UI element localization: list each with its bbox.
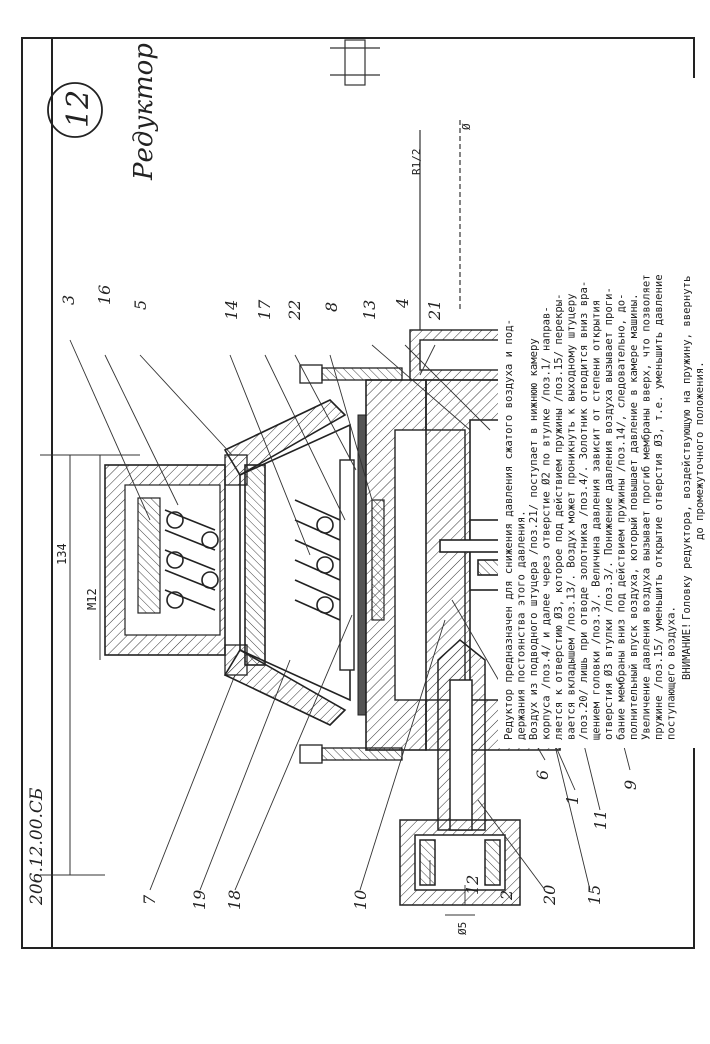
lock-nut-top	[224, 454, 248, 486]
callout-4: 4	[393, 298, 412, 309]
callout-20: 20	[540, 885, 559, 906]
callout-14: 14	[222, 300, 241, 320]
drawing-title: Редуктор	[129, 43, 159, 181]
callout-3: 3	[59, 295, 78, 305]
description-line: пружине /поз.15/ уменьшить открытие отве…	[653, 274, 665, 740]
dimension-dia-top: Ø	[460, 123, 473, 130]
overall-dimension	[40, 454, 140, 876]
dimension-thread: М12	[85, 588, 99, 610]
callout-13: 13	[360, 300, 379, 320]
description-line: /поз.20/ лишь при отводе золотника /поз.…	[578, 281, 590, 740]
description-line: Воздух из подводного штуцера /поз.21/ по…	[528, 338, 540, 740]
pipe-fragment-top	[330, 39, 506, 330]
spring	[164, 499, 341, 621]
callout-numbers: 3 16 5 14 17 22 8 13 4 21 7 19 18 10 6 1…	[59, 285, 640, 910]
note-line: Головку редуктора, воздействующую на пру…	[681, 276, 693, 620]
description-line: бание мембраны вниз под действием пружин…	[616, 294, 628, 740]
reducer-assembly: Ø5	[104, 329, 651, 935]
cap-head	[104, 464, 226, 656]
description-line: держания постоянства этого давления.	[516, 510, 528, 740]
callout-22: 22	[285, 300, 304, 321]
description-line: ляется к отверстию Ø3, которое под дейст…	[553, 294, 565, 740]
callout-18: 18	[225, 890, 244, 910]
screw-top	[299, 364, 403, 384]
drawing-code: 206.12.00.СБ	[27, 787, 47, 906]
callout-9: 9	[621, 780, 640, 790]
callout-8: 8	[322, 302, 341, 312]
description-line: отверстия Ø3 втулки /поз.3/. Понижение д…	[603, 287, 615, 740]
housing-cone	[223, 399, 351, 726]
description-line: корпуса /поз.4/ и далее через отверстие …	[541, 306, 553, 740]
callout-6: 6	[533, 770, 552, 780]
description-line: щением головки /поз.3/. Величина давлени…	[591, 300, 603, 740]
sheet-number: 12	[61, 90, 96, 128]
note-label: ВНИМАНИЕ!	[681, 623, 693, 680]
description-panel	[498, 78, 710, 748]
callout-7: 7	[140, 894, 159, 905]
description-line: полнительный впуск воздуха, который повы…	[628, 294, 640, 740]
callout-19: 19	[190, 890, 209, 910]
callout-12: 12	[463, 875, 482, 895]
description-line: вается вкладышем /поз.13/. Воздух может …	[566, 294, 578, 740]
callout-1: 1	[563, 795, 582, 805]
description-line: поступающего воздуха.	[666, 606, 678, 740]
dimension-overall: 134	[55, 543, 69, 565]
membrane	[357, 414, 367, 716]
description-lines: Редуктор предназначен для снижения давле…	[503, 274, 678, 740]
note-line: до промежуточного положения.	[694, 361, 706, 540]
callout-5: 5	[131, 300, 150, 310]
lock-nut-bottom	[224, 644, 248, 676]
callout-15: 15	[585, 885, 604, 905]
description-line: Редуктор предназначен для снижения давле…	[503, 319, 515, 740]
callout-16: 16	[95, 285, 114, 305]
callout-10: 10	[351, 890, 370, 910]
callout-11: 11	[591, 810, 610, 830]
callout-2: 2	[497, 890, 516, 901]
description-block: Редуктор предназначен для снижения давле…	[498, 78, 710, 748]
dimension-pipe-thread: R1/2	[410, 149, 423, 176]
description-line: Увеличение давления воздуха вызывает про…	[641, 274, 653, 740]
screw-bottom	[299, 744, 403, 764]
dimension-dia-bottom: Ø5	[456, 922, 469, 935]
callout-21: 21	[425, 300, 444, 321]
callout-17: 17	[255, 299, 274, 320]
sheet-number-badge: 12	[47, 82, 103, 138]
